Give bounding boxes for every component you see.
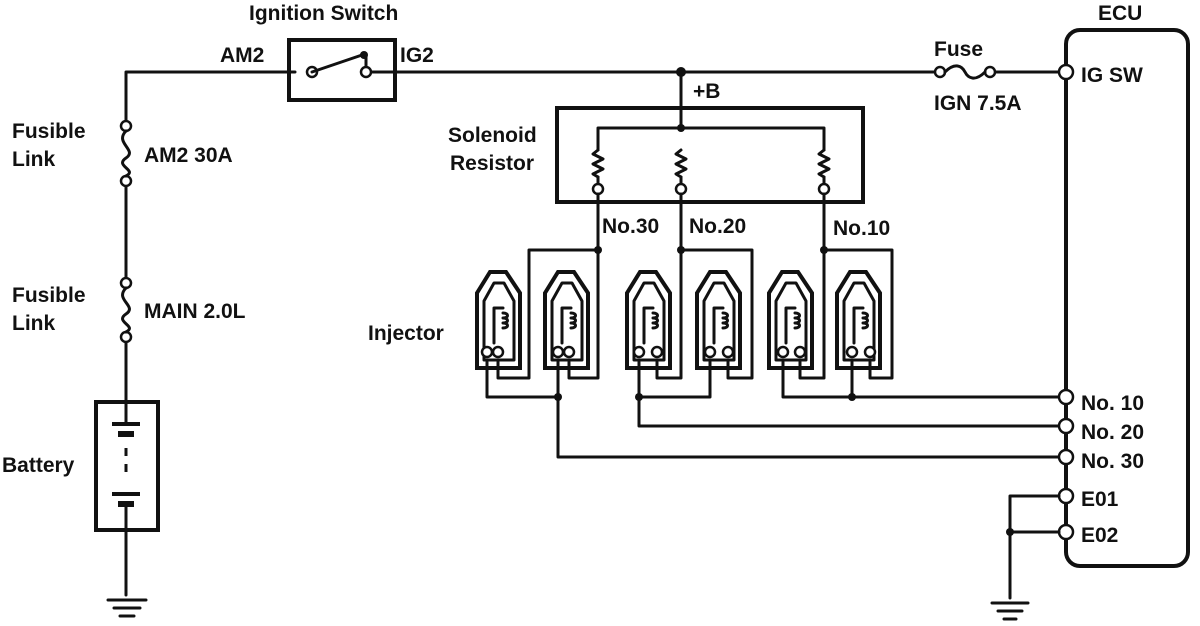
- ecu-e02-label: E02: [1081, 524, 1118, 547]
- ecu-ground-icon: [990, 601, 1030, 621]
- am2-terminal-label: AM2: [220, 44, 264, 67]
- fusible-link-2-label-line2: Link: [12, 312, 55, 335]
- ecu-no20-label: No. 20: [1081, 421, 1144, 444]
- injector-return-wires: [485, 360, 1068, 459]
- solenoid-resistor-label-line1: Solenoid: [448, 124, 537, 147]
- ecu-box: [1064, 28, 1190, 568]
- injector-5: [767, 270, 814, 370]
- ignition-switch: [287, 38, 397, 102]
- ecu-terminals: [1057, 63, 1075, 541]
- ecu-no30-label: No. 30: [1081, 450, 1144, 473]
- ignition-switch-label: Ignition Switch: [249, 2, 398, 25]
- ecu-no10-label: No. 10: [1081, 392, 1144, 415]
- fuse-label: Fuse: [934, 38, 983, 61]
- no10-output-label: No.10: [833, 217, 890, 240]
- fusible-link-am2: [118, 119, 134, 188]
- fusible-link-main: [118, 276, 134, 344]
- injector-4: [695, 270, 742, 370]
- ign-fuse-rating: IGN 7.5A: [934, 92, 1022, 115]
- no30-output-label: No.30: [602, 215, 659, 238]
- injector-6: [835, 270, 882, 370]
- plus-b-label: +B: [693, 80, 720, 103]
- ig2-terminal-label: IG2: [400, 44, 434, 67]
- solenoid-resistor-label-line2: Resistor: [450, 152, 534, 175]
- injector-1: [475, 270, 522, 370]
- ecu-label: ECU: [1098, 2, 1142, 25]
- battery-label: Battery: [2, 454, 75, 477]
- battery-symbol: [94, 400, 160, 532]
- fusible-link-1-label-line2: Link: [12, 148, 55, 171]
- fusible-link-1-label-line1: Fusible: [12, 120, 86, 143]
- fusible-link-2-label-line1: Fusible: [12, 284, 86, 307]
- ign-fuse: [933, 64, 997, 80]
- battery-ground-icon: [106, 598, 148, 618]
- ecu-ig-sw-label: IG SW: [1081, 64, 1143, 87]
- solenoid-resistor: [555, 106, 865, 204]
- am2-fuse-rating: AM2 30A: [144, 144, 233, 167]
- no20-output-label: No.20: [689, 215, 746, 238]
- main-fuse-rating: MAIN 2.0L: [144, 300, 246, 323]
- injector-3: [625, 270, 672, 370]
- ecu-ground-wires: [1006, 494, 1061, 600]
- resistor-output-wires: [496, 192, 894, 380]
- injector-label: Injector: [368, 322, 444, 345]
- injector-2: [543, 270, 590, 370]
- ecu-e01-label: E01: [1081, 488, 1119, 511]
